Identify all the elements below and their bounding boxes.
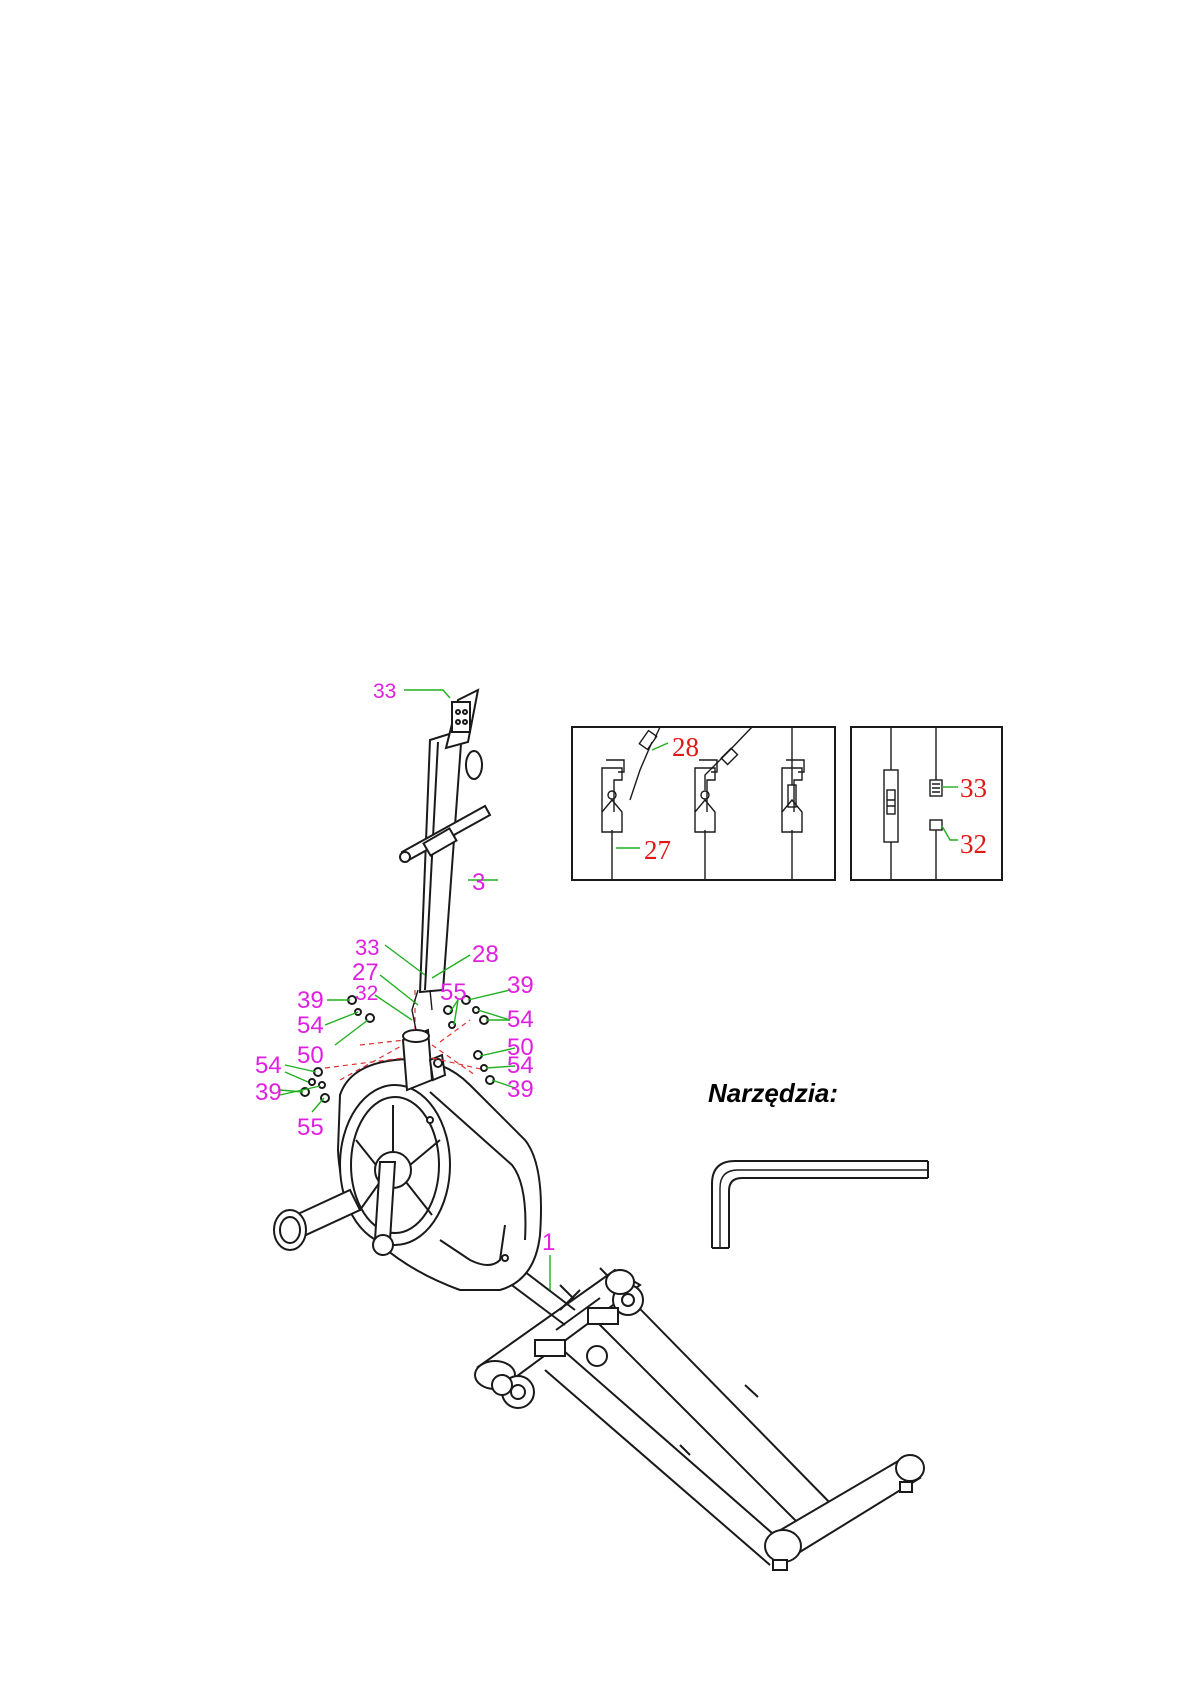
label-54-left-top: 54 xyxy=(297,1012,324,1039)
label-3: 3 xyxy=(472,869,485,896)
connector-detail: 33 32 xyxy=(851,727,1002,880)
label-1: 1 xyxy=(542,1229,555,1256)
label-32: 32 xyxy=(355,982,378,1005)
detail-label-28: 28 xyxy=(672,732,699,762)
cable-connection-detail: 28 27 xyxy=(572,727,835,880)
detail-label-27: 27 xyxy=(644,835,671,865)
label-50-left: 50 xyxy=(297,1042,324,1069)
detail-label-32: 32 xyxy=(960,829,987,859)
label-54-right-bottom: 54 xyxy=(507,1052,534,1079)
detail-label-33: 33 xyxy=(960,773,987,803)
flywheel-housing xyxy=(274,1059,541,1290)
allen-key-icon xyxy=(712,1161,928,1248)
label-39-right-top: 39 xyxy=(507,972,534,999)
tools-title: Narzędzia: xyxy=(708,1078,838,1108)
label-55-right: 55 xyxy=(440,979,467,1006)
label-28: 28 xyxy=(472,941,499,968)
label-54-left-bottom: 54 xyxy=(255,1052,282,1079)
label-39-left-bottom: 39 xyxy=(255,1079,282,1106)
label-54-right-top: 54 xyxy=(507,1006,534,1033)
label-33-top: 33 xyxy=(373,680,396,703)
label-39-left-top: 39 xyxy=(297,987,324,1014)
label-33: 33 xyxy=(355,935,379,960)
label-55-left: 55 xyxy=(297,1114,324,1141)
label-39-right-bottom: 39 xyxy=(507,1076,534,1103)
